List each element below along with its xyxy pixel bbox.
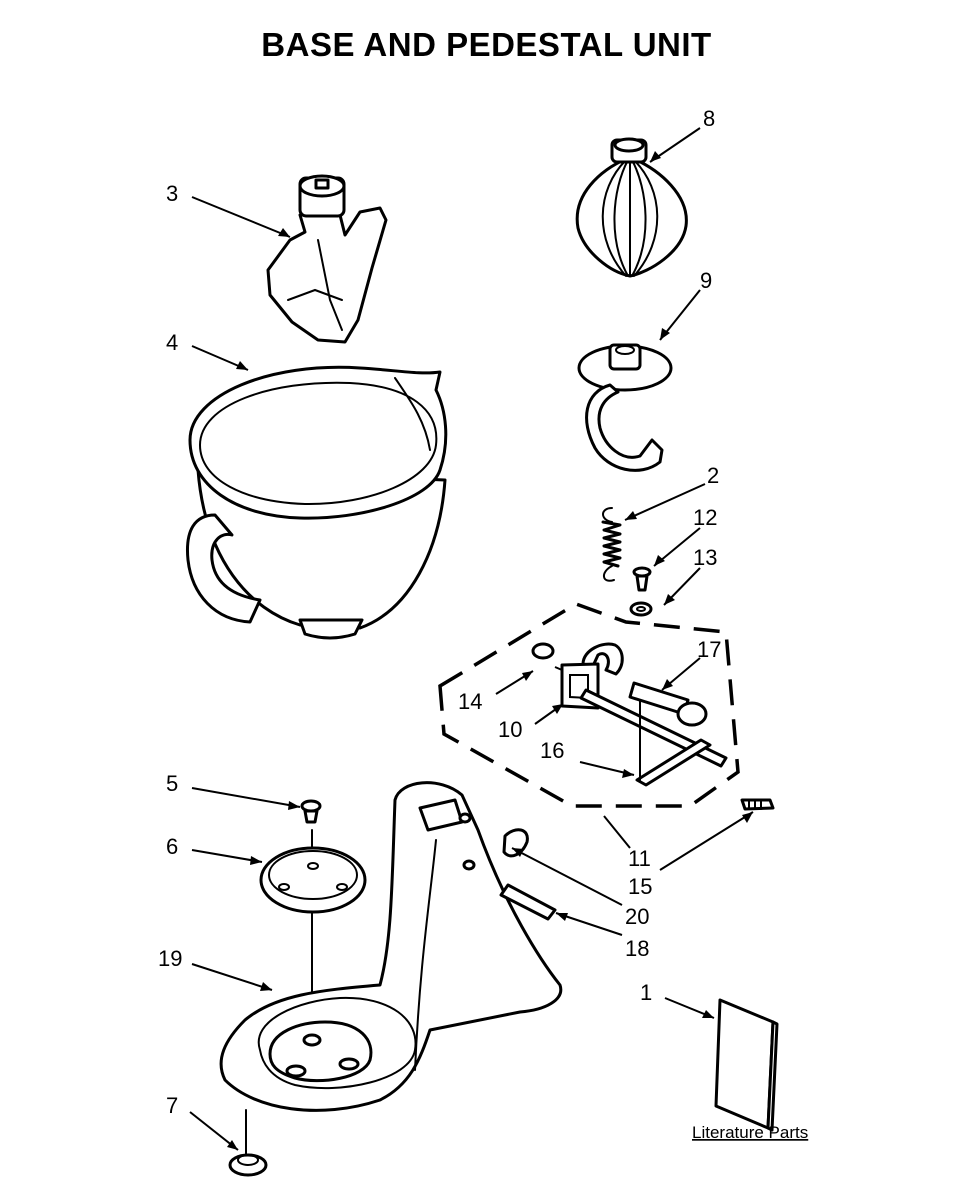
- leader-lines: [189, 127, 754, 1151]
- spring-icon: [601, 507, 622, 582]
- bowl-icon: [185, 365, 448, 640]
- washer-icon: [531, 642, 555, 660]
- callout-20: 20: [625, 904, 649, 929]
- callout-7: 7: [166, 1093, 178, 1118]
- callout-4: 4: [166, 330, 178, 355]
- callout-18: 18: [625, 936, 649, 961]
- callout-11: 11: [628, 846, 651, 871]
- callout-19: 19: [158, 946, 182, 971]
- page-title: BASE AND PEDESTAL UNIT: [261, 26, 712, 63]
- callout-17: 17: [697, 637, 721, 662]
- dough-hook-icon: [577, 343, 673, 472]
- callout-16: 16: [540, 738, 564, 763]
- foot-icon: [228, 1109, 268, 1177]
- bowl-lift-assembly-icon: [438, 602, 740, 808]
- washer-icon: [629, 601, 653, 617]
- callout-10: 10: [498, 717, 522, 742]
- callout-1: 1: [640, 980, 652, 1005]
- callout-labels: 3 4 8 9 2 12 13 17 14 10 16 11 15 20 18 …: [158, 106, 808, 1142]
- clamp-plate-icon: [259, 846, 367, 914]
- callout-15: 15: [628, 874, 652, 899]
- screw-icon: [632, 566, 652, 592]
- base-pedestal-icon: [219, 781, 563, 1112]
- pin-icon: [499, 883, 557, 921]
- flat-beater-icon: [266, 174, 388, 344]
- callout-13: 13: [693, 545, 717, 570]
- callout-12: 12: [693, 505, 717, 530]
- wire-whip-icon: [575, 137, 688, 278]
- callout-14: 14: [458, 689, 482, 714]
- literature-icon: [714, 998, 779, 1132]
- callout-5: 5: [166, 771, 178, 796]
- pin-icon: [740, 798, 775, 811]
- callout-2: 2: [707, 463, 719, 488]
- callout-9: 9: [700, 268, 712, 293]
- literature-parts-label: Literature Parts: [692, 1123, 808, 1142]
- callout-8: 8: [703, 106, 715, 131]
- callout-6: 6: [166, 834, 178, 859]
- callout-3: 3: [166, 181, 178, 206]
